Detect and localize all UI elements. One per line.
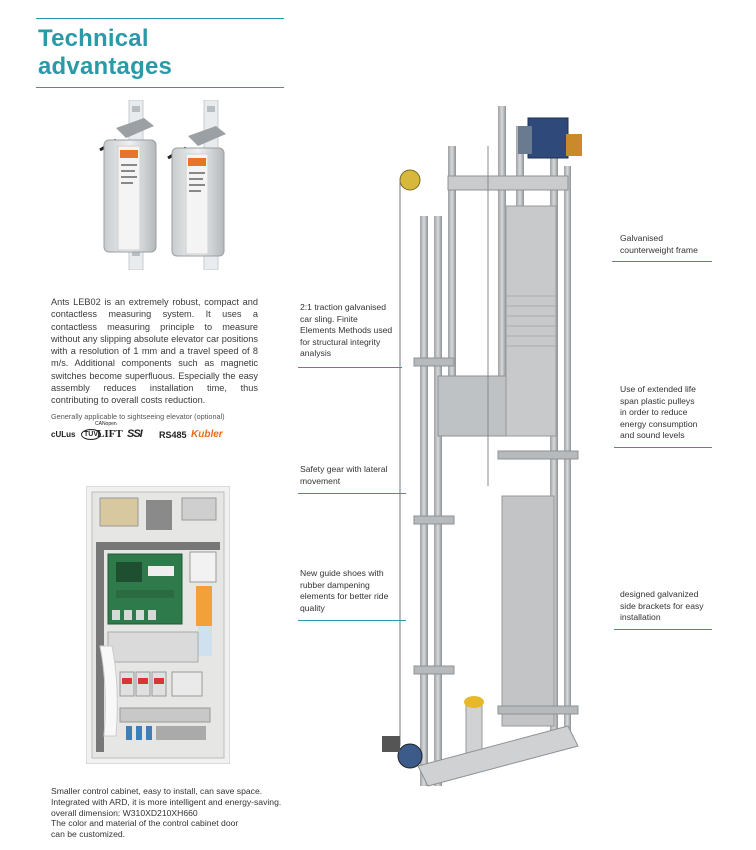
callout-text: New guide shoes with <box>300 568 384 578</box>
callout-leader-line <box>298 493 406 494</box>
callout-text: quality <box>300 602 325 613</box>
cabinet-description: Smaller control cabinet, easy to install… <box>51 786 331 840</box>
callout-text: rubber dampening <box>300 579 370 590</box>
ul-logo: cULus <box>51 430 76 439</box>
sensor-product-image <box>99 100 226 270</box>
callout-leader-line <box>614 447 712 448</box>
certification-logos: cULus TÜV CANopen LIFT SSI RS485 Kubler <box>51 421 251 444</box>
rs485-logo: RS485 <box>159 430 187 440</box>
callout-text: elements for better ride <box>300 591 389 601</box>
callout-text: analysis <box>300 348 332 358</box>
callout-text: energy consumption <box>620 418 698 429</box>
callout-text: 2:1 traction galvanised <box>300 302 386 312</box>
elevator-structure-image <box>382 106 582 787</box>
title-block: Technical advantages <box>36 18 284 88</box>
callout-text: Galvanised <box>620 233 663 243</box>
callout-plastic-pulleys: Use of extended life span plastic pulley… <box>614 384 720 448</box>
title-top-rule <box>36 18 284 19</box>
callout-leader-line <box>612 261 712 262</box>
callout-text: counterweight frame <box>620 244 698 255</box>
callout-leader-line <box>614 629 712 630</box>
callout-safety-gear: Safety gear with lateral movement <box>298 464 408 494</box>
kubler-logo: Kubler <box>191 429 223 440</box>
callout-leader-line <box>298 620 406 621</box>
cabinet-line: Integrated with ARD, it is more intellig… <box>51 796 282 807</box>
control-cabinet-image <box>86 486 230 764</box>
callout-text: movement <box>300 475 341 486</box>
cabinet-line: can be customized. <box>51 829 126 840</box>
callout-text: span plastic pulleys <box>620 395 695 406</box>
cabinet-line: The color and material of the control ca… <box>51 818 239 829</box>
lift-logo: LIFT <box>97 428 123 440</box>
title-bottom-rule <box>36 87 284 88</box>
sensor-description: Ants LEB02 is an extremely robust, compa… <box>51 297 258 406</box>
callout-text: Safety gear with lateral <box>300 464 388 474</box>
canopen-logo: CANopen <box>95 421 117 427</box>
callout-text: Elements Methods used <box>300 325 393 335</box>
callout-counterweight-frame: Galvanised counterweight frame <box>612 233 720 262</box>
cabinet-line: Smaller control cabinet, easy to install… <box>51 786 263 796</box>
callout-leader-line <box>298 367 402 368</box>
callout-text: installation <box>620 612 661 622</box>
callout-text: designed galvanized <box>620 589 699 599</box>
tuv-logo: TÜV <box>81 429 101 440</box>
cabinet-line: overall dimension: W310XD210XH660 <box>51 807 198 818</box>
callout-text: in order to reduce <box>620 407 688 417</box>
callout-text: car sling. Finite <box>300 313 358 324</box>
callout-text: side brackets for easy <box>620 600 704 611</box>
callout-guide-shoes: New guide shoes with rubber dampening el… <box>298 568 408 621</box>
applicable-note: Generally applicable to sightseeing elev… <box>51 412 225 421</box>
callout-text: and sound levels <box>620 430 685 440</box>
ssi-logo: SSI <box>127 428 143 440</box>
callout-text: for structural integrity <box>300 336 381 347</box>
callout-traction: 2:1 traction galvanised car sling. Finit… <box>298 302 408 368</box>
callout-side-brackets: designed galvanized side brackets for ea… <box>614 589 720 630</box>
page-title: Technical advantages <box>38 25 173 80</box>
callout-text: Use of extended life <box>620 384 696 394</box>
